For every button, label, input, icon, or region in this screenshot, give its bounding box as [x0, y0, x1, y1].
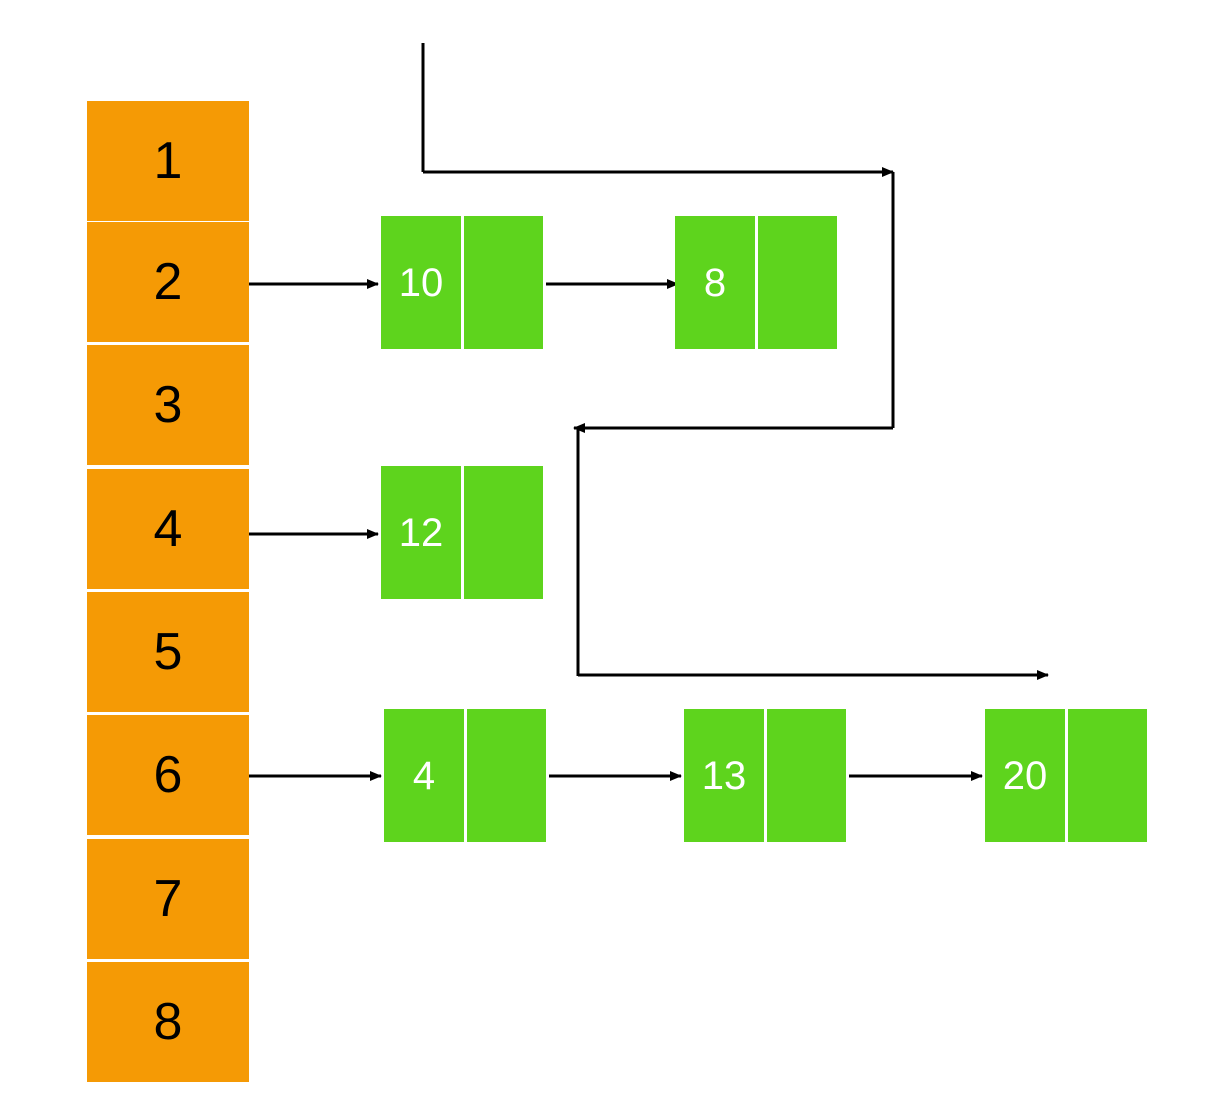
list-node-12: 12	[381, 466, 543, 599]
list-node-8: 8	[675, 216, 837, 349]
bucket-8: 8	[87, 962, 249, 1082]
bucket-label: 7	[153, 870, 183, 928]
bucket-2: 2	[87, 222, 249, 342]
node-value: 20	[1002, 753, 1048, 798]
node-divider	[764, 709, 767, 842]
bucket-label: 2	[153, 253, 183, 311]
node-value: 12	[398, 510, 444, 555]
node-value: 4	[412, 753, 436, 798]
node-divider	[461, 216, 464, 349]
node-value: 13	[701, 753, 747, 798]
node-value: 10	[398, 260, 444, 305]
bucket-label: 8	[153, 993, 183, 1051]
bucket-7: 7	[87, 839, 249, 959]
bucket-1: 1	[87, 101, 249, 221]
bucket-label: 6	[153, 746, 183, 804]
node-divider	[1065, 709, 1068, 842]
bucket-label: 3	[153, 376, 183, 434]
list-node-13: 13	[684, 709, 846, 842]
node-value: 8	[703, 260, 727, 305]
bucket-6: 6	[87, 715, 249, 835]
node-divider	[755, 216, 758, 349]
bucket-4: 4	[87, 469, 249, 589]
bucket-3: 3	[87, 345, 249, 465]
list-node-10: 10	[381, 216, 543, 349]
bucket-label: 4	[153, 500, 183, 558]
node-divider	[464, 709, 467, 842]
node-divider	[461, 466, 464, 599]
list-node-20: 20	[985, 709, 1147, 842]
list-node-4: 4	[384, 709, 546, 842]
bucket-label: 1	[153, 132, 183, 190]
bucket-label: 5	[153, 623, 183, 681]
bucket-5: 5	[87, 592, 249, 712]
